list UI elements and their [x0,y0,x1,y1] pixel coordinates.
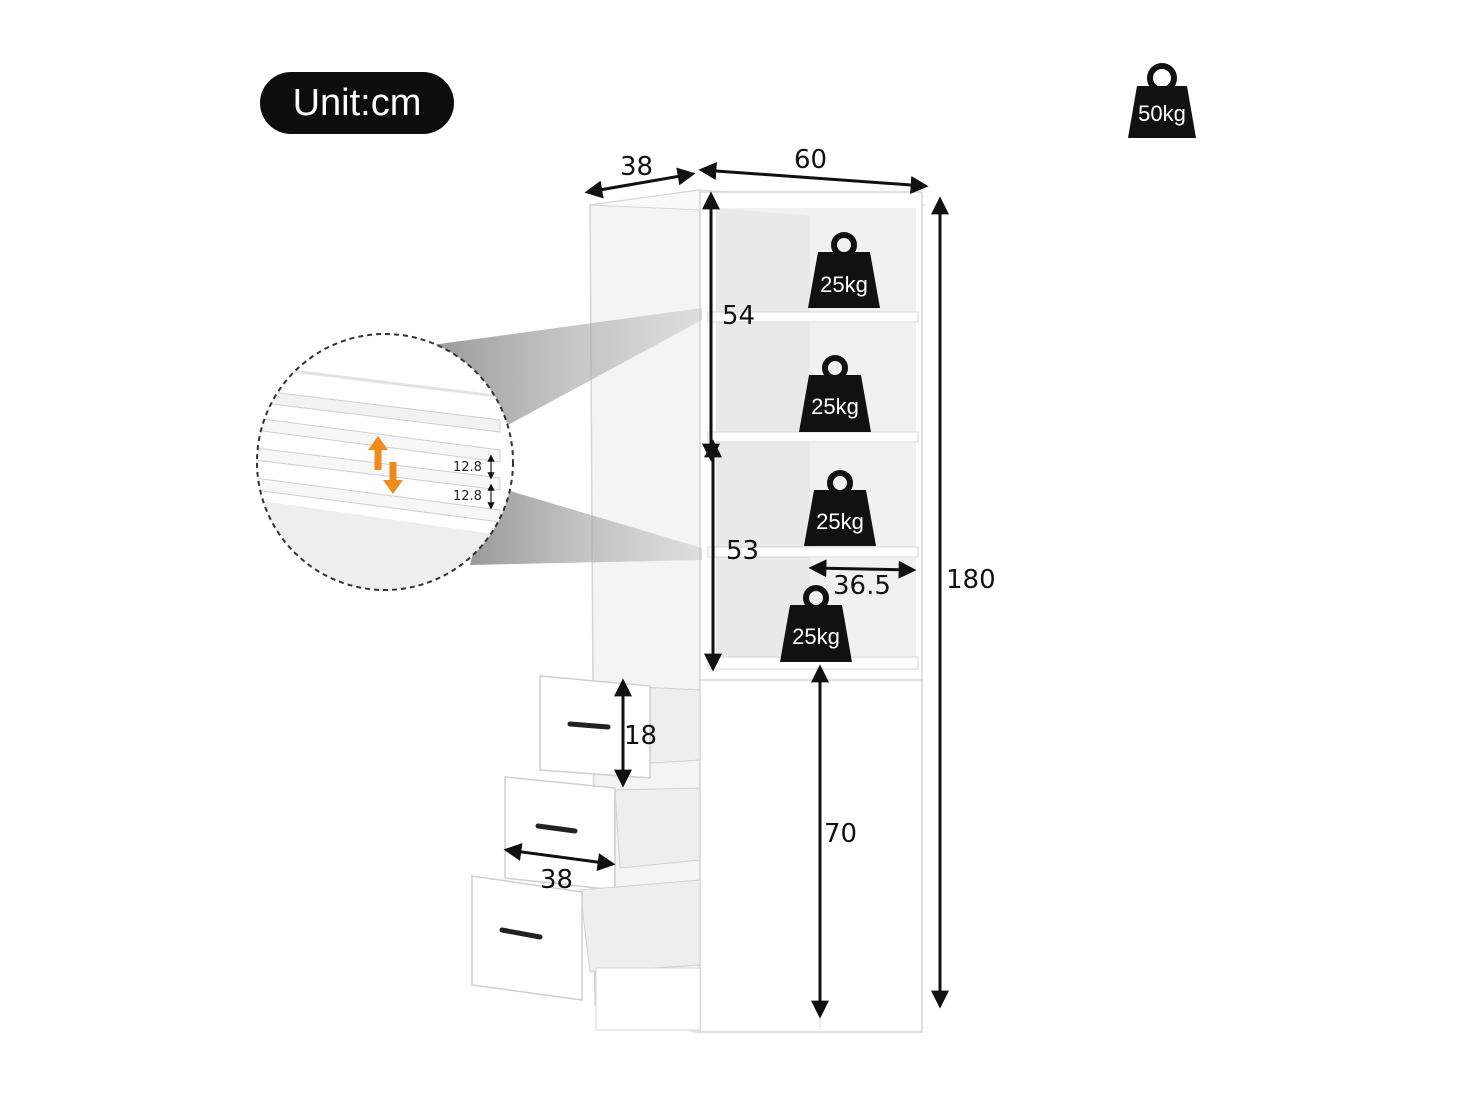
drawers [471,675,701,1031]
shelf-depth-label: 36.5 [833,571,891,601]
dimension-lines [503,162,949,1019]
shelf-weight-4: 25kg [780,585,852,662]
spacing-bottom-label: 12.8 [453,489,482,504]
drawer-depth-label: 38 [540,865,573,895]
cabinet-height-label: 70 [824,819,857,849]
shelf-weight-label: 25kg [820,272,868,297]
cabinet [589,189,926,1034]
depth-arrow [584,167,696,199]
unit-badge: Unit:cm [260,72,454,134]
shelf-weight-1: 25kg [808,232,880,308]
shelf-depth-arrow [808,559,917,579]
middle-section-label: 53 [726,536,759,566]
unit-label: Unit:cm [292,81,422,124]
depth-label: 38 [620,152,653,182]
total-weight-label: 50kg [1138,101,1186,126]
shelf-weight-label: 25kg [811,394,859,419]
adjust-arrows-icon [368,436,403,494]
height-total-label: 180 [946,565,996,595]
drawer-3 [471,875,701,1031]
drawer-depth-arrow [503,842,616,872]
shelf-weight-3: 25kg [804,470,876,546]
shelf-weight-label: 25kg [816,509,864,534]
width-label: 60 [794,145,827,175]
width-arrow [698,162,929,194]
shelf-weight-label: 25kg [792,624,840,649]
shelf-weight-2: 25kg [799,355,871,432]
upper-section-label: 54 [722,301,755,331]
spacing-top-label: 12.8 [453,460,482,475]
weight-icon: 50kg [1128,63,1196,138]
drawer-height-label: 18 [624,721,657,751]
